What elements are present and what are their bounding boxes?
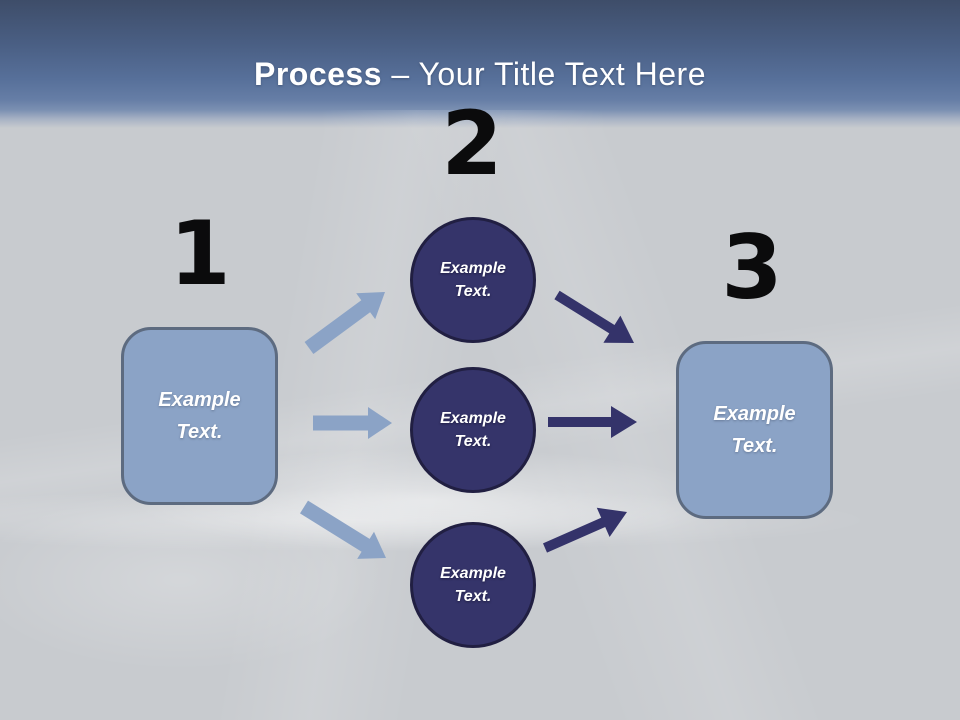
arrow-circle-top-to-box3-icon: [554, 290, 634, 343]
arrow-box1-to-circle-middle-icon: [313, 407, 392, 439]
arrow-box1-to-circle-bottom-icon: [300, 500, 386, 559]
arrow-circle-bottom-to-box3-icon: [543, 507, 627, 553]
process-circle-top-label: Example Text.: [440, 260, 506, 300]
step-number-2: 2: [441, 92, 503, 195]
step-number-1: 1: [169, 202, 231, 305]
process-box-step1-label: Example Text.: [158, 389, 241, 443]
step-number-3: 3: [721, 216, 783, 319]
slide-title-text: – Your Title Text Here: [391, 56, 706, 92]
process-circle-bottom: Example Text.: [410, 522, 536, 648]
process-circle-bottom-label: Example Text.: [440, 565, 506, 605]
slide-title-emphasis: Process: [253, 56, 383, 92]
header-band: [0, 0, 960, 128]
arrow-box1-to-circle-top-icon: [304, 292, 385, 354]
process-box-step1: Example Text.: [121, 327, 278, 505]
process-circle-middle: Example Text.: [410, 367, 536, 493]
arrow-circle-middle-to-box3-icon: [548, 406, 637, 438]
process-circle-middle-label: Example Text.: [440, 410, 506, 450]
slide-title: Process – Your Title Text Here: [0, 55, 960, 93]
process-box-step3: Example Text.: [676, 341, 833, 519]
process-circle-top: Example Text.: [410, 217, 536, 343]
process-box-step3-label: Example Text.: [713, 403, 796, 457]
